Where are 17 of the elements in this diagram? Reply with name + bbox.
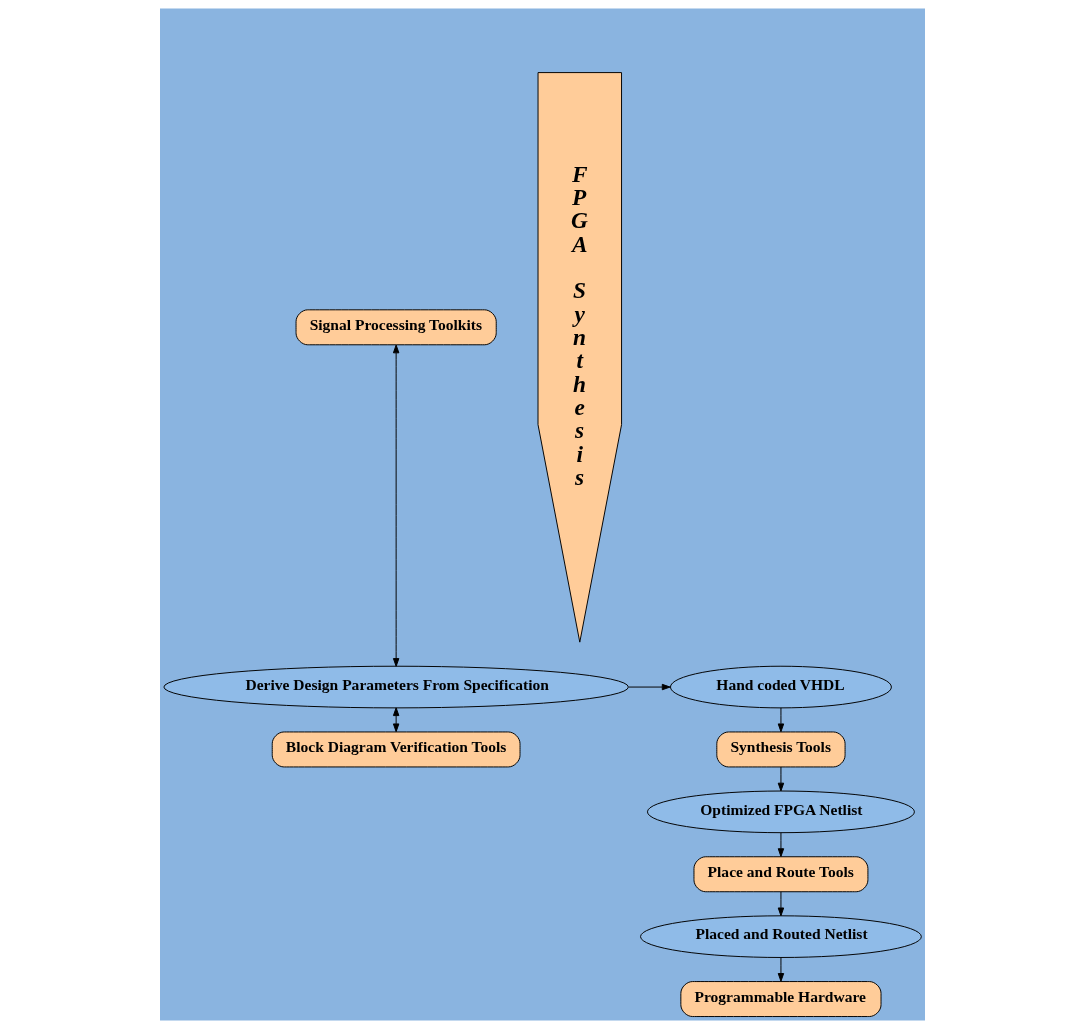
arrow: [392, 707, 400, 733]
node-ellipse: Derive Design Parameters From Specification: [163, 665, 629, 709]
arrow: [628, 683, 671, 691]
arrow: [777, 956, 785, 982]
arrow: [777, 766, 785, 792]
node-ellipse: Placed and Routed Netlist: [640, 915, 922, 958]
arrow: [392, 344, 400, 667]
node-box: Block Diagram Verification Tools: [271, 731, 521, 768]
arrow: [777, 891, 785, 917]
node-ellipse: Optimized FPGA Netlist: [646, 790, 915, 834]
node-box: Place and Route Tools: [693, 856, 869, 893]
node-ellipse: Hand coded VHDL: [669, 665, 892, 709]
arrow: [777, 832, 785, 857]
node-box: Programmable Hardware: [680, 981, 882, 1018]
node-box: Synthesis Tools: [716, 731, 846, 768]
arrow: [777, 707, 785, 733]
node-box: Signal Processing Toolkits: [295, 309, 497, 346]
